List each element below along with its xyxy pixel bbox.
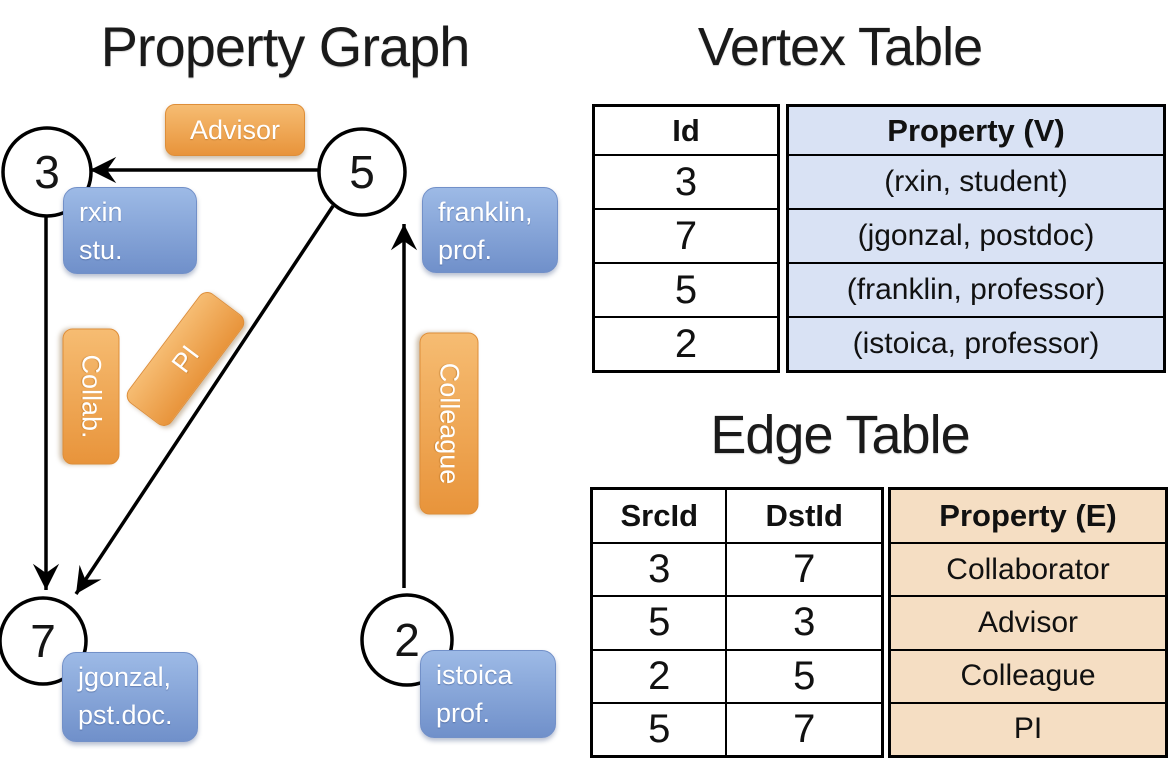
vertex-table-property-column: Property (V) (rxin, student) (jgonzal, p… xyxy=(786,104,1166,373)
edge-table-id-columns: SrcId DstId 3 7 5 3 2 5 5 7 xyxy=(590,487,884,758)
vertex-table-header-id: Id xyxy=(672,112,700,148)
edge-table-title: Edge Table xyxy=(710,405,970,465)
node-2-property-line2: prof. xyxy=(436,698,491,728)
edge-table-property-cell: Advisor xyxy=(891,595,1165,649)
node-7-property-label: jgonzal, pst.doc. xyxy=(62,652,198,742)
edge-table-srcid-cell: 3 xyxy=(648,547,671,592)
edge-table-srcid-cell: 5 xyxy=(648,600,671,645)
edge-table-srcid-cell: 2 xyxy=(648,653,671,698)
vertex-table-id-cell: 5 xyxy=(595,262,777,316)
node-5-property-label: franklin, prof. xyxy=(422,187,558,273)
vertex-table-property-cell: (rxin, student) xyxy=(789,154,1163,208)
node-3-property-line1: rxin xyxy=(79,197,123,227)
edge-table-dstid-cell: 7 xyxy=(725,544,881,596)
node-5-property-line2: prof. xyxy=(438,235,493,265)
node-5-id: 5 xyxy=(349,146,375,198)
property-graph-title: Property Graph xyxy=(100,15,471,78)
node-5-circle xyxy=(317,127,407,217)
edge-table-dstid-cell: 5 xyxy=(725,650,881,702)
vertex-table-title: Vertex Table xyxy=(697,17,983,77)
edge-table-header-srcid: SrcId xyxy=(620,498,698,533)
property-graph-figure: 3 5 7 2 xyxy=(0,126,454,687)
edge-table-header-row: SrcId DstId xyxy=(593,490,881,542)
vertex-table-property-cell: (franklin, professor) xyxy=(789,262,1163,316)
edge-table-row: 5 7 xyxy=(593,701,881,755)
vertex-table-id-cell: 3 xyxy=(595,154,777,208)
edge-table-property-column: Property (E) Collaborator Advisor Collea… xyxy=(888,487,1168,758)
node-3-property-line2: stu. xyxy=(79,235,123,265)
node-7-property-line2: pst.doc. xyxy=(78,700,173,730)
edge-table-dstid-cell: 7 xyxy=(725,703,881,755)
edge-table-header-dstid: DstId xyxy=(725,490,881,542)
vertex-table-property-cell: (istoica, professor) xyxy=(789,316,1163,370)
edge-label-colleague: Colleague xyxy=(419,332,479,515)
vertex-table-header-property: Property (V) xyxy=(789,107,1163,154)
node-3-property-label: rxin stu. xyxy=(63,187,197,274)
vertex-table-id-column: Id 3 7 5 2 xyxy=(592,104,780,373)
edge-table-row: 2 5 xyxy=(593,648,881,702)
node-3-id: 3 xyxy=(34,146,60,198)
node-7-property-line1: jgonzal, xyxy=(78,662,172,692)
edge-table-header-property: Property (E) xyxy=(891,490,1165,542)
vertex-table-property-cell: (jgonzal, postdoc) xyxy=(789,208,1163,262)
edge-table-property-cell: PI xyxy=(891,701,1165,755)
edge-table-dstid-cell: 3 xyxy=(725,597,881,649)
node-2-id: 2 xyxy=(394,614,420,666)
edge-table-row: 5 3 xyxy=(593,595,881,649)
node-2-property-line1: istoica xyxy=(436,660,513,690)
node-2-property-label: istoica prof. xyxy=(420,650,556,738)
edge-table-property-cell: Colleague xyxy=(891,648,1165,702)
edge-table-row: 3 7 xyxy=(593,542,881,596)
edge-label-collab: Collab. xyxy=(62,328,120,465)
vertex-table-id-cell: 7 xyxy=(595,208,777,262)
edge-pi-arrow xyxy=(74,205,335,595)
edge-table-srcid-cell: 5 xyxy=(648,706,671,751)
edge-label-advisor: Advisor xyxy=(165,104,305,156)
vertex-table-id-cell: 2 xyxy=(595,316,777,370)
node-7-id: 7 xyxy=(30,615,56,667)
node-5-property-line1: franklin, xyxy=(438,197,533,227)
edge-table-property-cell: Collaborator xyxy=(891,542,1165,596)
